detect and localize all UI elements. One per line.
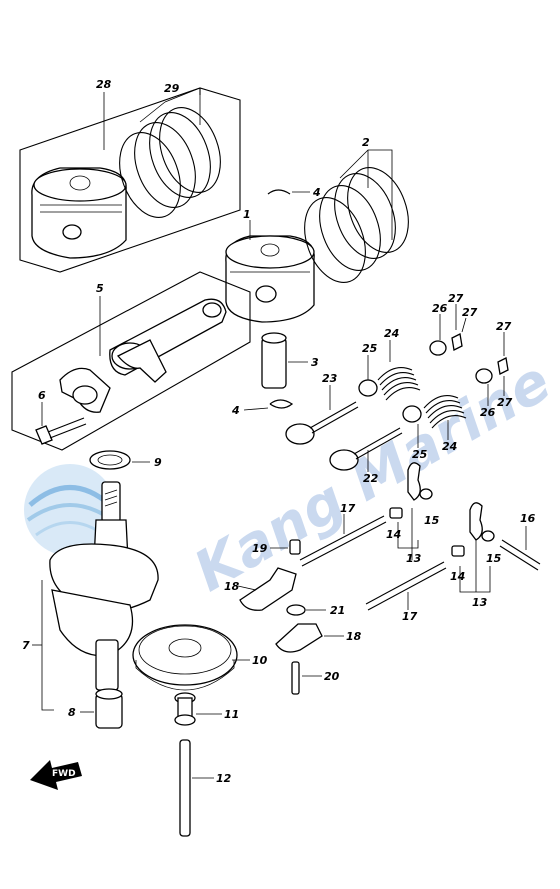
valve-seat-upper — [358, 379, 378, 397]
label-15-upper: 15 — [424, 514, 440, 527]
label-28: 28 — [96, 78, 112, 91]
label-27-d: 27 — [497, 396, 513, 409]
label-18-upper: 18 — [224, 580, 240, 593]
rocker-shaft-lower — [365, 561, 445, 605]
rod-bolt — [35, 417, 87, 445]
rocker-shaft-upper — [299, 515, 385, 561]
label-9: 9 — [154, 456, 162, 469]
label-23: 23 — [322, 372, 338, 385]
pin-20 — [291, 661, 300, 695]
exhaust-valve — [329, 427, 403, 471]
label-24-upper: 24 — [384, 327, 399, 340]
label-18-lower: 18 — [346, 630, 362, 643]
label-4-lower: 4 — [231, 404, 240, 417]
label-8: 8 — [68, 706, 76, 719]
label-26-upper: 26 — [432, 302, 448, 315]
spring-19 — [289, 539, 301, 555]
label-4-upper: 4 — [312, 186, 321, 199]
label-16: 16 — [520, 512, 536, 525]
label-13-lower: 13 — [472, 596, 488, 609]
label-11: 11 — [224, 708, 239, 721]
label-27-c: 27 — [496, 320, 512, 333]
label-25-upper: 25 — [362, 342, 378, 355]
label-13-upper: 13 — [406, 552, 422, 565]
piston — [225, 235, 315, 323]
label-3: 3 — [311, 356, 319, 369]
label-1: 1 — [243, 208, 251, 221]
crankshaft — [49, 481, 159, 691]
cotter-upper — [451, 333, 463, 351]
connecting-rod-box — [11, 271, 251, 451]
piston-kit-box — [19, 87, 241, 273]
label-17-upper: 17 — [340, 502, 356, 515]
label-14-upper: 14 — [386, 528, 401, 541]
circlip-lower — [269, 399, 294, 409]
piston-ring-set — [304, 167, 409, 283]
fwd-label: FWD — [52, 769, 76, 779]
washer-21 — [286, 604, 306, 616]
label-10: 10 — [252, 654, 268, 667]
gear-shaft — [179, 739, 191, 837]
camshaft-gear — [132, 624, 238, 691]
gear-pin — [174, 692, 196, 726]
shaft-16 — [501, 539, 541, 565]
label-22: 22 — [363, 472, 379, 485]
label-6: 6 — [38, 389, 46, 402]
lever-upper — [239, 567, 297, 611]
label-17-lower: 17 — [402, 610, 418, 623]
label-2: 2 — [362, 136, 370, 149]
retainer-lower — [475, 368, 493, 384]
retainer-upper — [429, 340, 447, 356]
cotter-lower — [497, 357, 509, 375]
label-5: 5 — [96, 282, 104, 295]
forward-arrow: FWD — [30, 760, 82, 790]
circlip-upper — [267, 189, 291, 195]
thrust-washer — [89, 450, 131, 470]
label-20: 20 — [324, 670, 340, 683]
lever-lower — [275, 623, 323, 653]
label-15-lower: 15 — [486, 552, 502, 565]
intake-valve — [285, 401, 359, 445]
rocker-arm-upper — [389, 462, 433, 519]
label-12: 12 — [216, 772, 232, 785]
label-21: 21 — [330, 604, 345, 617]
label-29: 29 — [164, 82, 180, 95]
piston-pin — [261, 337, 287, 389]
label-24-lower: 24 — [442, 440, 457, 453]
label-26-lower: 26 — [480, 406, 496, 419]
valve-spring-upper — [377, 367, 421, 401]
rocker-arm-lower — [451, 502, 495, 557]
label-14-lower: 14 — [450, 570, 465, 583]
valve-spring-lower — [423, 395, 467, 429]
label-19: 19 — [252, 542, 268, 555]
valve-seat-lower — [402, 405, 422, 423]
label-27-b: 27 — [462, 306, 478, 319]
label-25-lower: 25 — [412, 448, 428, 461]
label-27-a: 27 — [448, 292, 464, 305]
label-7: 7 — [22, 639, 30, 652]
